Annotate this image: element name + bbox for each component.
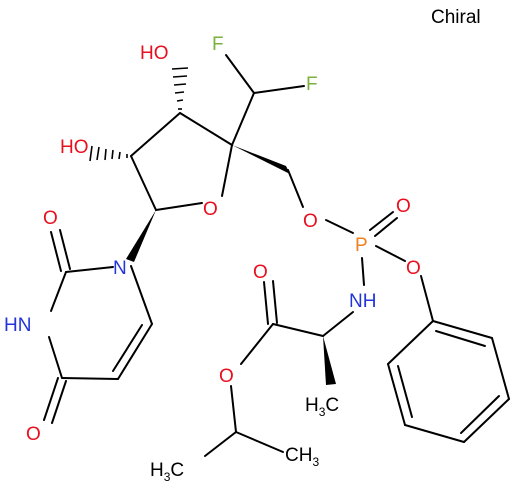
atom-h3c-alanine: H3C: [305, 395, 339, 419]
chiral-label: Chiral: [431, 7, 481, 28]
atom-o-ch2: O: [303, 211, 318, 232]
atom-f-top: F: [212, 34, 224, 55]
bond-ph-inner-3: [435, 330, 486, 347]
bond-c3-c2: [130, 112, 181, 157]
bond-c-o-ester: [240, 323, 274, 365]
bond-ph-4: [463, 398, 510, 443]
bond-c1-oring: [155, 202, 203, 211]
bond-c2u-n1: [65, 266, 114, 273]
atom-h3c-isopropyl: H3C: [150, 460, 184, 484]
bond-c6-c5: [117, 323, 153, 380]
bond-p-o-phenoxy: [375, 245, 406, 262]
bond-c2u-o-b: [59, 229, 71, 270]
bond-p-o-double-b: [374, 217, 398, 237]
bond-c4-chf2: [231, 92, 255, 146]
bond-c4u-o-b: [51, 380, 67, 424]
bond-o-ipr: [230, 385, 237, 433]
bond-chf2-f-top: [225, 54, 255, 94]
bond-c2u-o-a: [50, 231, 62, 272]
atom-hn-ring: HN: [4, 315, 31, 336]
atom-o-c4: O: [26, 424, 41, 445]
atom-o-carbonyl: O: [253, 262, 268, 283]
wedge-bond-calpha-ch3: [323, 336, 336, 385]
bond-p-o-double-a: [369, 211, 394, 231]
atom-nh: NH: [349, 291, 376, 312]
bond-c-o-double-b: [272, 280, 278, 324]
atom-ch3-isopropyl: CH3: [285, 445, 319, 469]
bond-c2-c1: [130, 155, 157, 211]
bond-o-phenyl: [420, 275, 434, 322]
atom-o-ester: O: [219, 366, 234, 387]
bond-ph-6: [432, 320, 493, 339]
bond-c3-c4: [179, 112, 233, 146]
atom-o-c2: O: [43, 208, 58, 229]
atom-ho-top: HO: [140, 43, 169, 64]
bond-ph-2: [387, 363, 406, 426]
bond-n3-c2u: [50, 271, 67, 312]
stereo-bonds: [89, 67, 336, 385]
bond-ipr-ch3-right: [235, 431, 284, 453]
bond-c4u-n3: [48, 336, 63, 379]
wedge-bond-c1-n: [126, 210, 156, 262]
bond-ipr-ch3-left: [204, 431, 237, 457]
bond-chf2-f-right: [253, 85, 305, 94]
bond-oring-c4: [221, 144, 233, 197]
bond-ph-3: [404, 424, 465, 443]
bond-n1-c6: [130, 265, 153, 325]
atom-n-ring: N: [113, 258, 127, 279]
bond-ph-inner-1: [397, 365, 413, 418]
atom-labels: Chiral HO HO F F O O P O O NH O O H3C N …: [4, 7, 481, 484]
bond-ph-1: [387, 320, 434, 365]
bond-calpha-ccarbonyl: [272, 323, 324, 337]
bonds: [43, 54, 510, 457]
bond-ph-inner-2: [460, 395, 500, 434]
atom-o-ring: O: [203, 199, 218, 220]
bond-nh-calpha: [322, 311, 354, 337]
atom-o-double-p: O: [396, 196, 411, 217]
atom-p: P: [355, 235, 368, 256]
wedge-bond-c4-ch2: [232, 145, 290, 174]
bond-ch2-o: [287, 169, 304, 208]
bond-c-o-double-a: [263, 281, 269, 325]
atom-ho-left: HO: [60, 137, 89, 158]
bond-c5-c4u: [61, 377, 119, 380]
hashed-bond-c3-oh: [171, 67, 189, 110]
bond-c4u-o-a: [43, 377, 59, 421]
bond-ph-5: [491, 337, 510, 400]
bond-p-nh: [361, 257, 365, 286]
bond-c6-c5-inner: [112, 324, 143, 372]
hashed-bond-c2-oh: [89, 145, 128, 162]
bond-o-p: [325, 219, 354, 234]
atom-f-right: F: [306, 74, 318, 95]
atom-o-phenoxy: O: [406, 258, 421, 279]
